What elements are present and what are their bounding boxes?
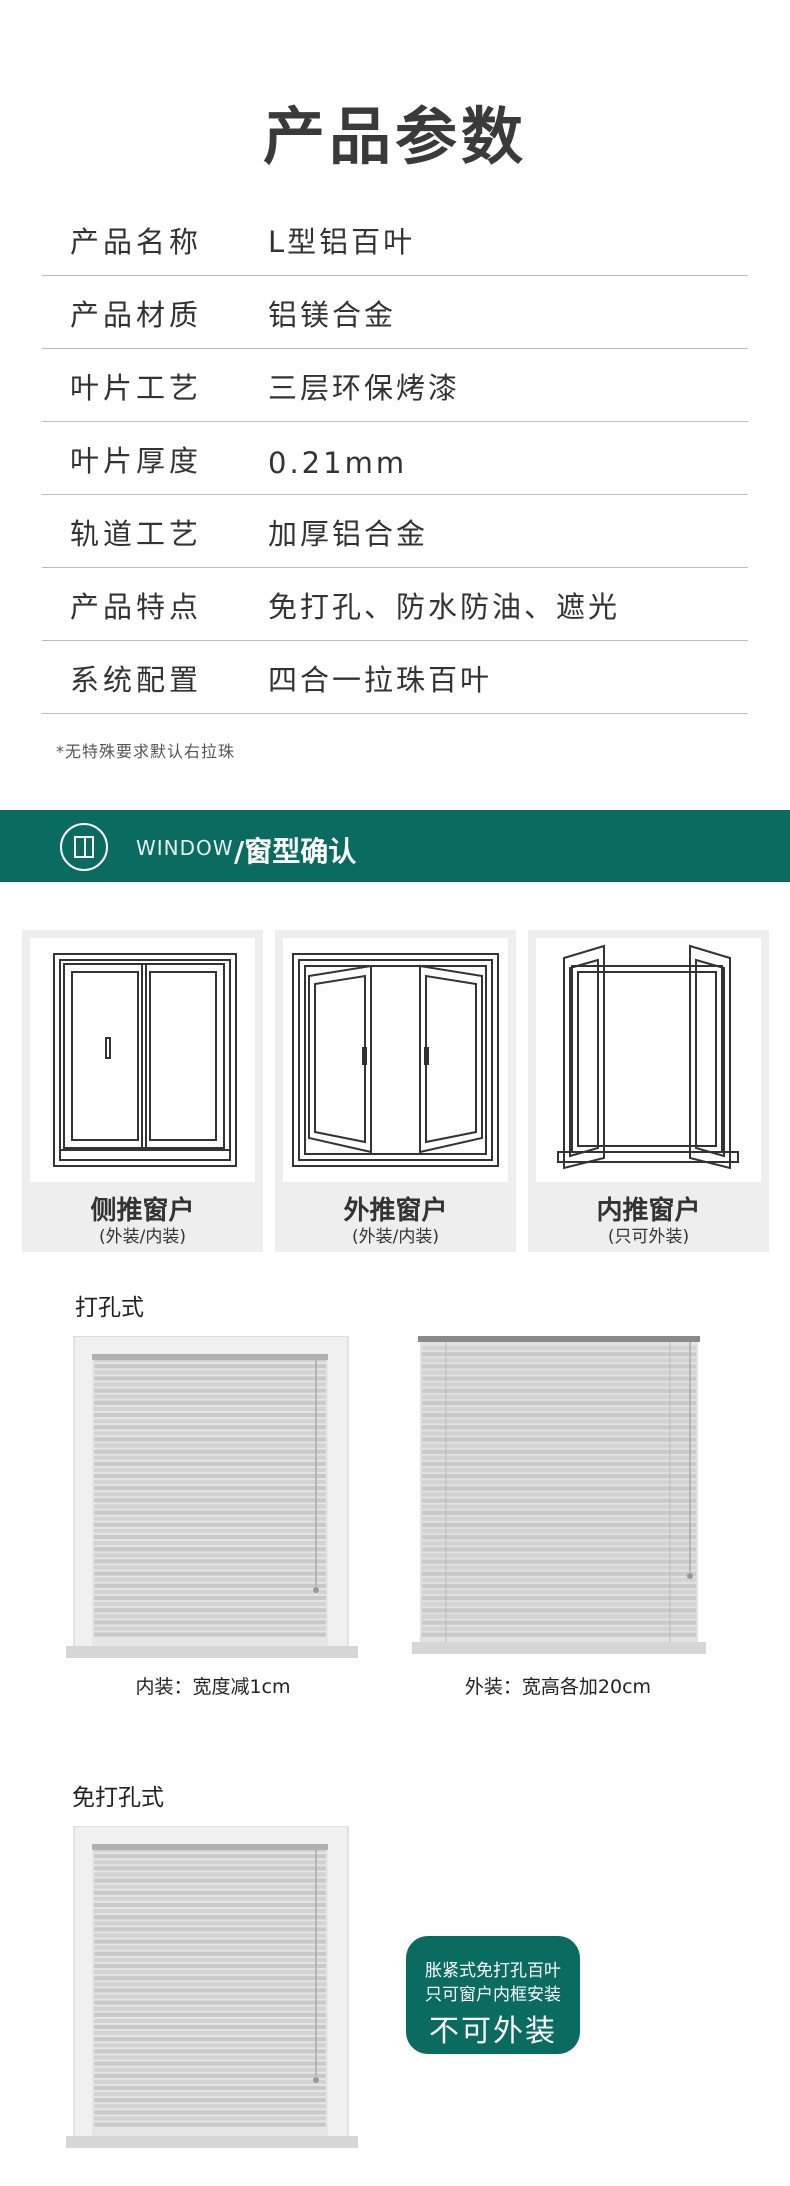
- window-icon: [60, 823, 108, 871]
- spec-key: 轨道工艺: [70, 517, 203, 551]
- spec-value: 三层环保烤漆: [268, 371, 461, 405]
- banner-english: WINDOW: [136, 836, 234, 860]
- spec-value: 四合一拉珠百叶: [268, 663, 493, 697]
- spec-key: 叶片厚度: [70, 444, 203, 478]
- window-card-sliding[interactable]: 侧推窗户 (外装/内装): [22, 930, 263, 1252]
- window-install-note: (外装/内装): [99, 1227, 186, 1247]
- tension-mount-blind-image: [66, 1826, 360, 2150]
- outward-casement-window-icon: [283, 938, 508, 1182]
- sliding-window-icon: [30, 938, 255, 1182]
- inner-mount-blind-image: [66, 1336, 360, 1660]
- spec-row: 轨道工艺 加厚铝合金: [42, 495, 748, 568]
- tension-mount-badge: 胀紧式免打孔百叶 只可窗户内框安装 不可外装: [406, 1936, 580, 2054]
- spec-row: 产品特点 免打孔、防水防油、遮光: [42, 568, 748, 641]
- drill-section-label: 打孔式: [75, 1295, 144, 1321]
- window-name: 侧推窗户: [90, 1196, 195, 1226]
- banner-chinese: /窗型确认: [234, 835, 357, 868]
- spec-value: 0.21mm: [268, 446, 408, 480]
- badge-line-2: 只可窗户内框安装: [425, 1985, 561, 2005]
- inner-mount-caption: 内装：宽度减1cm: [135, 1676, 291, 1698]
- spec-row: 叶片工艺 三层环保烤漆: [42, 349, 748, 422]
- page-title: 产品参数: [262, 100, 527, 173]
- spec-value: L型铝百叶: [268, 225, 416, 259]
- spec-key: 产品特点: [70, 590, 203, 624]
- spec-value: 加厚铝合金: [268, 517, 429, 551]
- window-install-note: (只可外装): [607, 1227, 690, 1247]
- window-name: 内推窗户: [596, 1196, 701, 1226]
- spec-note: *无特殊要求默认右拉珠: [56, 742, 236, 761]
- window-card-inward[interactable]: 内推窗户 (只可外装): [528, 930, 769, 1252]
- spec-key: 产品名称: [70, 225, 203, 259]
- spec-value: 免打孔、防水防油、遮光: [268, 590, 621, 624]
- spec-value: 铝镁合金: [268, 298, 397, 332]
- spec-row: 系统配置 四合一拉珠百叶: [42, 641, 748, 714]
- outer-mount-blind-image: [408, 1336, 708, 1660]
- spec-key: 叶片工艺: [70, 371, 203, 405]
- spec-row: 叶片厚度 0.21mm: [42, 422, 748, 495]
- badge-line-3: 不可外装: [429, 2014, 557, 2049]
- spec-key: 系统配置: [70, 663, 203, 697]
- spec-table: 产品名称 L型铝百叶产品材质 铝镁合金叶片工艺 三层环保烤漆叶片厚度 0.21mm 轨道工…: [42, 225, 748, 714]
- window-type-banner: WINDOW /窗型确认: [0, 810, 790, 882]
- badge-line-1: 胀紧式免打孔百叶: [425, 1961, 561, 1981]
- inward-casement-window-icon: [536, 938, 761, 1182]
- outer-mount-caption: 外装：宽高各加20cm: [464, 1676, 652, 1698]
- spec-row: 产品材质 铝镁合金: [42, 276, 748, 349]
- spec-key: 产品材质: [70, 298, 203, 332]
- window-card-outward[interactable]: 外推窗户 (外装/内装): [275, 930, 516, 1252]
- window-name: 外推窗户: [343, 1196, 448, 1226]
- spec-row: 产品名称 L型铝百叶: [42, 225, 748, 276]
- window-install-note: (外装/内装): [352, 1227, 439, 1247]
- nodrill-section-label: 免打孔式: [72, 1785, 164, 1811]
